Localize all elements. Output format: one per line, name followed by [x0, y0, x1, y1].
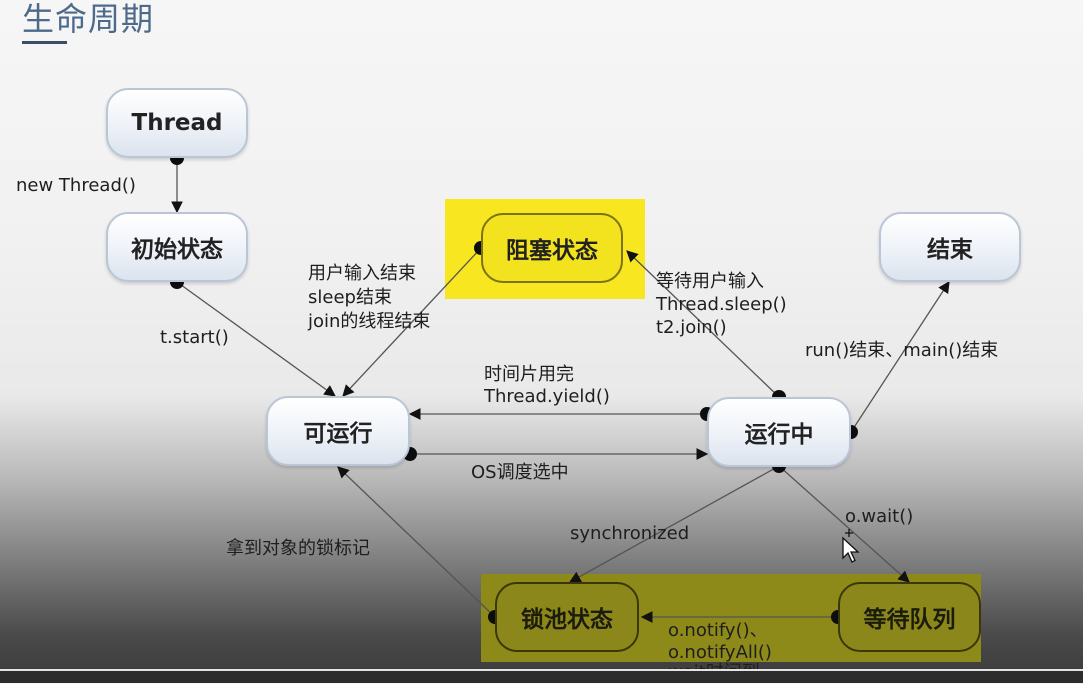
label-unblock-2: sleep结束: [308, 287, 392, 308]
node-runnable: 可运行: [266, 396, 410, 466]
edge-lockpool-runnable: [337, 466, 496, 618]
mouse-cursor-icon: [842, 529, 860, 563]
label-yield-2: Thread.yield(): [484, 386, 610, 407]
node-waitqueue: 等待队列: [838, 582, 981, 652]
edge-running-blocked: [626, 250, 780, 398]
edge-running-lockpool: [568, 465, 780, 583]
label-new-thread: new Thread(): [16, 175, 136, 196]
label-finish: run()结束、main()结束: [805, 340, 999, 361]
label-t-start: t.start(): [160, 327, 229, 348]
label-yield-1: 时间片用完: [484, 364, 574, 385]
label-block-3: t2.join(): [656, 317, 727, 338]
bottom-scroll-bar: [0, 669, 1083, 683]
node-lockpool: 锁池状态: [495, 582, 639, 652]
node-end: 结束: [879, 212, 1021, 282]
edge-init-runnable: [176, 281, 336, 397]
label-notify-1: o.notify()、: [668, 620, 768, 641]
label-unblock-1: 用户输入结束: [308, 263, 416, 284]
label-synchronized: synchronized: [570, 523, 690, 544]
label-got-lock: 拿到对象的锁标记: [226, 538, 370, 559]
label-schedule: OS调度选中: [471, 462, 569, 483]
node-thread: Thread: [106, 88, 248, 158]
title-underline: [22, 41, 67, 44]
label-block-2: Thread.sleep(): [656, 294, 787, 315]
label-o-wait: o.wait(): [845, 506, 914, 527]
node-init: 初始状态: [106, 212, 248, 282]
label-unblock-3: join的线程结束: [308, 311, 431, 332]
node-blocked: 阻塞状态: [481, 213, 623, 283]
edge-running-end: [850, 281, 950, 433]
edge-running-waitqueue: [778, 465, 910, 583]
label-notify-2: o.notifyAll(): [668, 642, 772, 663]
edge-blocked-runnable: [342, 247, 482, 397]
node-running: 运行中: [707, 397, 851, 467]
page-title: 生命周期: [22, 0, 155, 38]
label-block-1: 等待用户输入: [656, 271, 764, 292]
